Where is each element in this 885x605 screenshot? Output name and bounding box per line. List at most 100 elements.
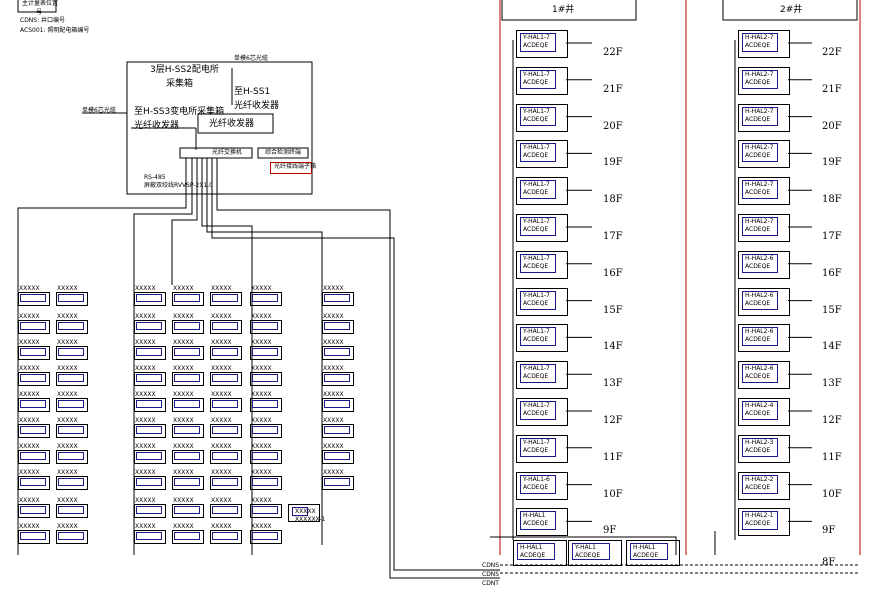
terminal-box [18,292,50,306]
floor-label-right: 19F [822,157,842,169]
floor-label-right: 12F [822,415,842,426]
shaft-1-panel [516,214,568,242]
shaft-2-panel-id: ACDEQE [745,226,771,233]
terminal-box [18,398,50,412]
bottom-panel-code: H-HAL1 [633,544,656,551]
terminal-box-inner [212,532,238,540]
shaft-2-panel-inner [742,474,778,494]
shaft-2-panel-id: ACDEQE [745,152,771,160]
shaft-1-panel-inner [520,290,556,310]
terminal-box-inner [324,322,350,330]
terminal-box [134,476,166,490]
floor-label-left: 12F [603,415,623,426]
terminal-label: XXXXX [57,417,78,424]
terminal-label: XXXXX [19,497,40,504]
substation-panel-frame [126,61,313,195]
terminal-box-inner [324,452,350,460]
terminal-label: XXXXX [323,285,344,292]
terminal-box [56,372,88,386]
terminal-label: XXXXX [57,497,78,504]
switch-box [179,147,253,159]
shaft-2-panel-inner [742,364,778,384]
terminal-box-inner [212,294,238,302]
terminal-box [134,292,166,306]
shaft-1-panel-id: ACDEQE [523,410,549,417]
terminal-box [210,320,242,334]
bottom-panel [626,540,680,566]
terminal-box [210,450,242,464]
terminal-box-inner [324,478,350,486]
terminal-box [250,476,282,490]
terminal-box [322,372,354,386]
shaft-2-panel [738,508,790,537]
terminal-box-inner [58,294,84,302]
terminal-label: XXXXX [19,365,40,372]
terminal-box [56,450,88,464]
terminal-label: XXXXX [135,313,156,320]
terminal-label: XXXXX [323,391,344,398]
wire-label-top: 单模6芯光缆 [234,55,268,62]
terminal-box-inner [252,400,278,408]
shaft-2-title: 2#井 [780,5,803,15]
shaft-2-panel-inner [742,217,778,236]
terminal-label: XXXXX [251,417,272,424]
shaft-2-panel [738,66,790,95]
shaft-1-panel [516,250,568,279]
shaft-2-panel-id: ACDEQE [745,520,771,528]
terminal-box [134,372,166,386]
shaft-1-panel-id: ACDEQE [523,336,549,344]
terminal-box [250,320,282,334]
terminal-box-inner [212,426,238,434]
terminal-box [250,530,282,544]
terminal-box-inner [252,506,278,514]
ref-top: 至H-SS1 [234,87,271,97]
terminal-label: XXXXX [57,469,78,476]
terminal-box-inner [20,322,46,330]
ref-left-2: 光纤收发器 [134,121,180,131]
terminal-box-inner [136,348,162,356]
terminal-box-inner [212,452,238,460]
floor-label-left: 17F [603,231,623,242]
floor-label-right: 10F [822,488,842,500]
terminal-box [56,292,88,306]
terminal-box [210,504,242,518]
terminal-box [322,398,354,412]
shaft-1-panel [516,66,568,95]
terminal-box-inner [58,506,84,514]
shaft-2-panel [738,324,790,353]
terminal-label: XXXXX [19,417,40,424]
terminal-box-inner [174,532,200,540]
shaft-2-panel-inner [742,69,778,89]
terminal-label: XXXXX [173,285,194,292]
terminal-label: XXXXX [135,417,156,424]
terminal-box-inner [252,452,278,460]
terminal-box-inner [20,478,46,486]
bottom-panel-code: H-HAL1 [520,544,543,551]
shaft-2-panel [738,398,790,426]
shaft-2-panel-code: H-HAL2-4 [745,402,774,409]
terminal-box-inner [174,478,200,486]
terminal-box-inner [20,426,46,434]
shaft-2-panel-inner [742,511,778,531]
shaft-1-panel [516,177,568,206]
terminal-label: XXXXX [19,339,40,346]
shaft-2-panel-code: H-HAL2-6 [745,291,774,299]
terminal-label: XXXXX [251,313,272,320]
shaft-2-panel [738,30,790,58]
terminal-box [250,398,282,412]
floor-label-left: 14F [603,341,623,353]
terminal-label: XXXXX [135,469,156,476]
terminal-box-inner [212,400,238,408]
terminal-box [56,504,88,518]
floor-label-right: 13F [822,378,842,390]
floor-label-right: 21F [822,83,842,95]
terminal-box [56,346,88,360]
highlight-box [270,162,312,174]
shaft-2-panel-code: H-HAL2-7 [745,144,774,152]
shaft-2-panel [738,361,790,390]
terminal-label: XXXXX [211,313,232,320]
cable-note-2: 屏蔽双绞线RVVSP-2X1.0 [144,182,213,189]
terminal-box [172,504,204,518]
terminal-box-inner [136,374,162,382]
terminal-label: XXXXX [211,469,232,476]
